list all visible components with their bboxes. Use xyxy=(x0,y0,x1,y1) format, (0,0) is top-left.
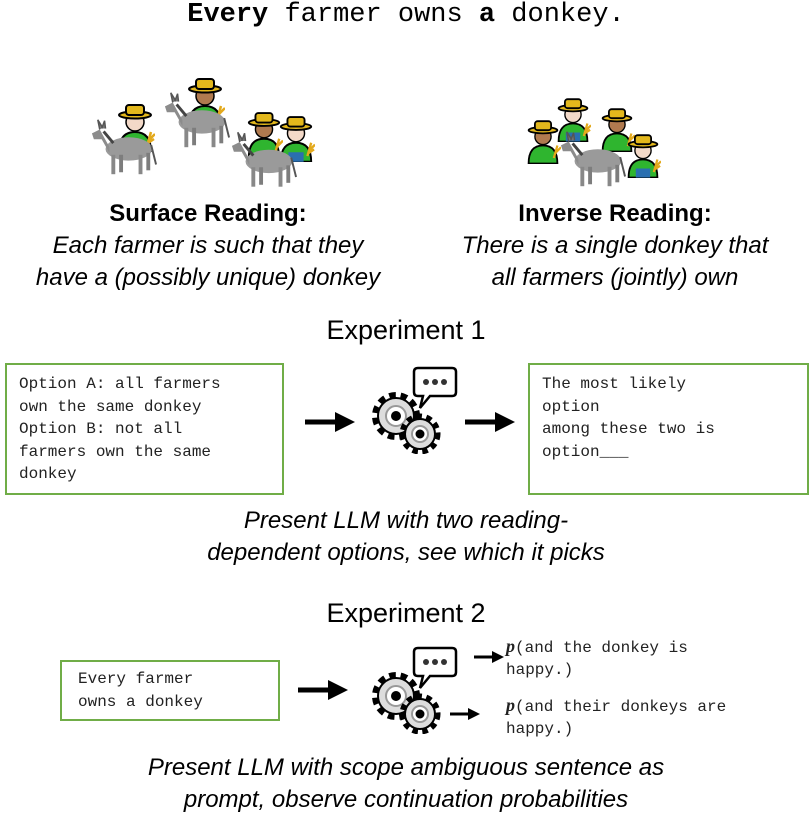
experiment1-caption: Present LLM with two reading-dependent o… xyxy=(207,507,605,566)
continuation-2: p(and their donkeys are happy.) xyxy=(506,695,727,738)
experiment2-title: Experiment 2 xyxy=(326,598,486,628)
surface-heading: Surface Reading: xyxy=(109,200,307,227)
experiment2-caption: Present LLM with scope ambiguous sentenc… xyxy=(147,754,665,813)
inverse-line1: There is a single donkey that xyxy=(461,232,769,259)
experiment1-input-box: Option A: all farmers own the same donke… xyxy=(5,363,284,495)
arrow-icon xyxy=(298,680,348,700)
experiment1-output-box: The most likely option among these two i… xyxy=(528,363,809,495)
inverse-line2: all farmers (jointly) own xyxy=(491,264,739,291)
farmers-sharing-donkey-emoji xyxy=(527,98,661,188)
inverse-heading: Inverse Reading: xyxy=(518,200,712,227)
arrow-icon xyxy=(305,412,355,432)
llm-gears-icon xyxy=(368,364,463,459)
arrow-icon xyxy=(465,412,515,432)
sentence-title: Every farmer owns a donkey. xyxy=(187,0,625,30)
experiment2-input-box: Every farmer owns a donkey xyxy=(60,660,280,721)
inverse-reading: Inverse Reading: There is a single donke… xyxy=(415,198,812,294)
surface-line2: have a (possibly unique) donkey xyxy=(35,264,381,291)
experiment1-title: Experiment 1 xyxy=(326,315,486,345)
surface-reading: Surface Reading: Each farmer is such tha… xyxy=(8,198,408,294)
arrow-icon xyxy=(474,651,504,663)
surface-line1: Each farmer is such that they xyxy=(52,232,364,259)
farmers-with-donkeys-emoji xyxy=(90,77,315,189)
continuation-1: p(and the donkey is happy.) xyxy=(506,636,688,679)
arrow-icon xyxy=(450,708,480,720)
llm-gears-icon xyxy=(368,644,463,739)
